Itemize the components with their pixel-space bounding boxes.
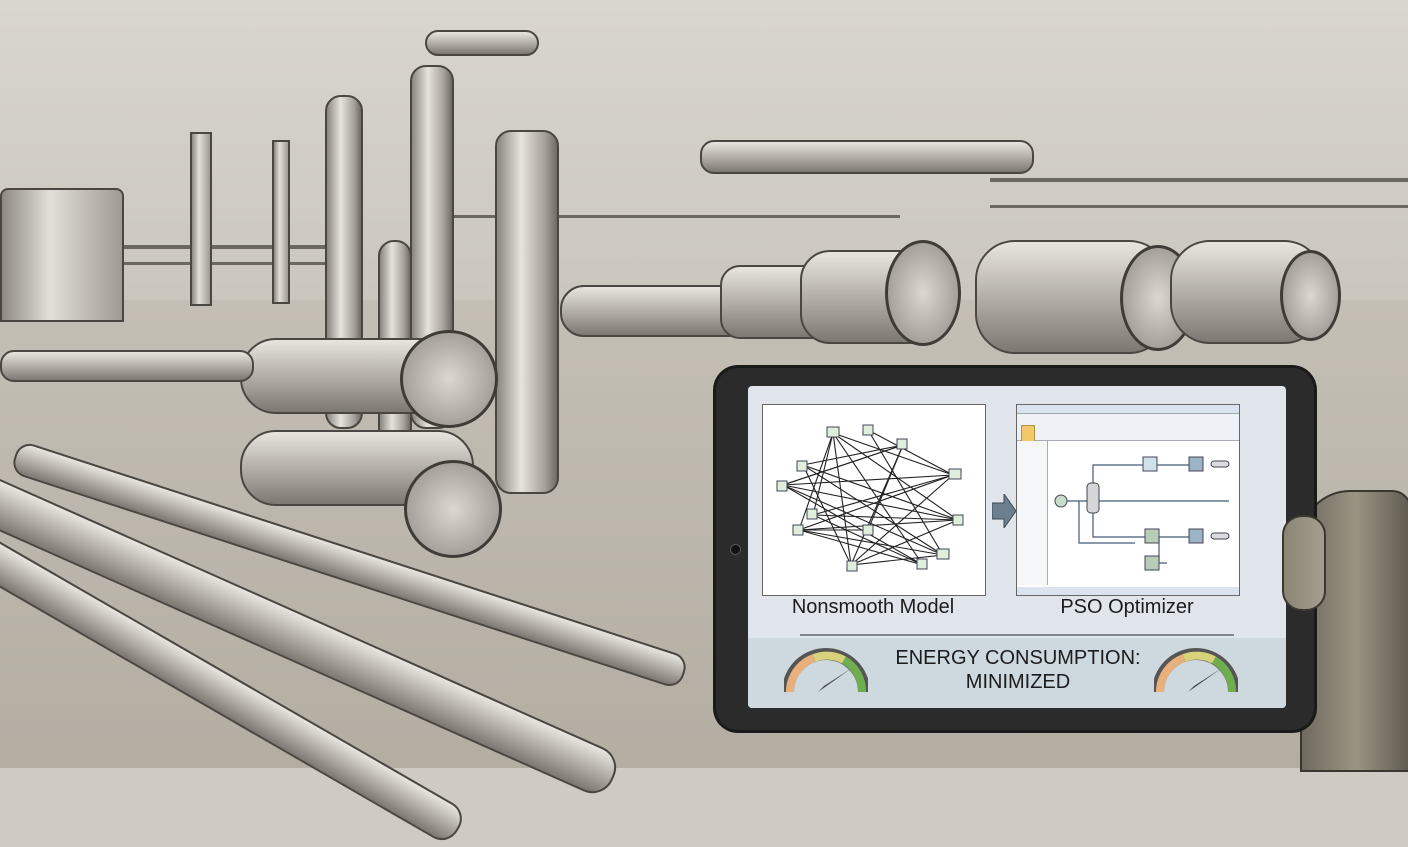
energy-status-line2: MINIMIZED xyxy=(965,671,1071,693)
network-graph-icon xyxy=(776,424,964,572)
process-flowsheet-icon xyxy=(1054,456,1230,571)
ribbon-toolbar xyxy=(1017,414,1239,443)
energy-status-line1: ENERGY CONSUMPTION: xyxy=(895,647,1141,669)
overhead-pipe xyxy=(700,140,1034,174)
gauge-icon xyxy=(1154,648,1238,693)
railing xyxy=(990,205,1408,208)
divider xyxy=(800,634,1234,636)
thumb xyxy=(1282,515,1326,611)
railing xyxy=(0,262,330,265)
nonsmooth-model-label: Nonsmooth Model xyxy=(791,596,955,618)
tablet: Nonsmooth Model xyxy=(716,368,1314,730)
chimney xyxy=(272,140,290,304)
camera-icon xyxy=(730,544,741,555)
flange xyxy=(885,240,961,346)
railing xyxy=(450,215,900,218)
tablet-screen: Nonsmooth Model xyxy=(748,386,1286,708)
storage-tank xyxy=(0,188,124,322)
pipe xyxy=(425,30,539,56)
chimney xyxy=(190,132,212,306)
railing xyxy=(0,245,330,249)
flange xyxy=(400,330,498,428)
arrow-right-icon xyxy=(992,494,1016,528)
energy-status-text: ENERGY CONSUMPTION: MINIMIZED xyxy=(868,646,1168,694)
railing xyxy=(990,178,1408,182)
flange xyxy=(1280,250,1341,341)
pipe xyxy=(0,350,254,382)
navigation-pane xyxy=(1017,441,1048,585)
flange xyxy=(404,460,502,558)
pso-optimizer-panel xyxy=(1016,404,1240,596)
gauge-icon xyxy=(784,648,868,693)
status-bar xyxy=(1017,587,1239,595)
window-title-bar xyxy=(1017,405,1239,414)
nonsmooth-model-panel xyxy=(762,404,986,596)
pso-optimizer-label: PSO Optimizer xyxy=(1060,596,1194,618)
column xyxy=(495,130,559,494)
